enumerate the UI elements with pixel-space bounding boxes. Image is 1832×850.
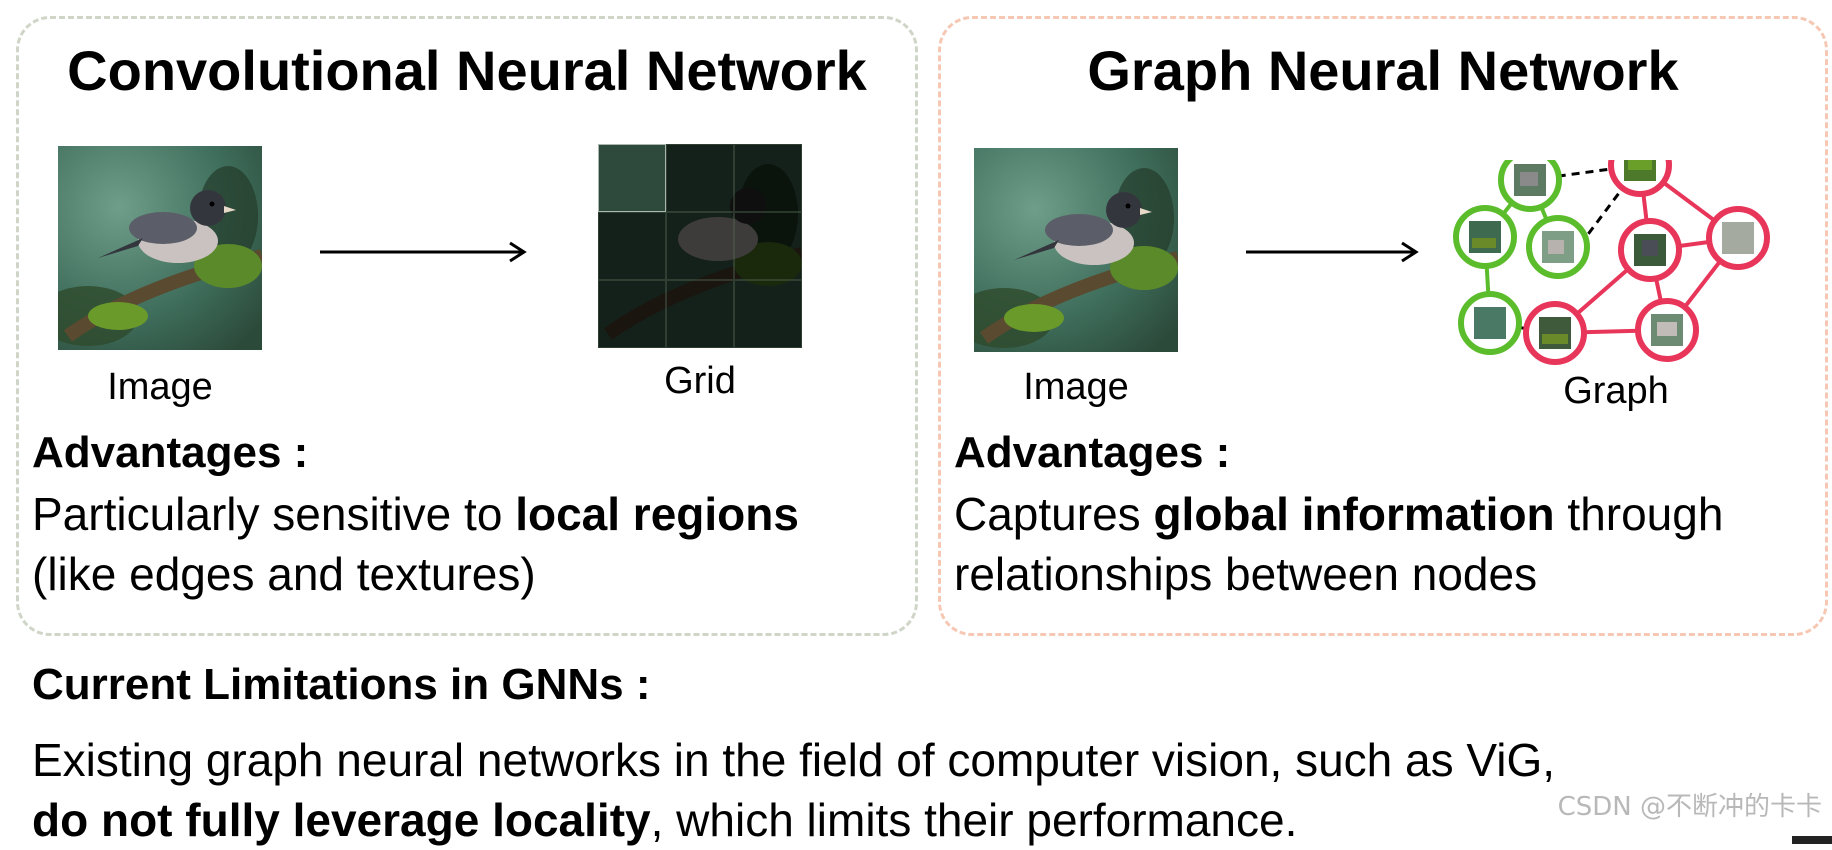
- graph-diagram: [1453, 160, 1770, 365]
- graph-edge-dashed: [1489, 321, 1556, 335]
- bird-illustration: [58, 146, 262, 350]
- csdn-watermark: CSDN @不断冲的卡卡: [1557, 792, 1822, 822]
- graph-edge-dashed: [1578, 164, 1642, 246]
- graph-node-green: [1498, 160, 1562, 212]
- cnn-advantages-bold: local regions: [515, 488, 799, 540]
- grid-cell: [734, 280, 802, 348]
- graph-node-green: [1453, 205, 1517, 269]
- graph-node-red: [1608, 160, 1672, 197]
- limitations-line2-post: , which limits their performance.: [650, 794, 1298, 846]
- graph-node-red: [1635, 298, 1699, 362]
- grid-cell: [598, 144, 666, 212]
- cnn-bird-image: [58, 146, 262, 350]
- grid-cell: [598, 280, 666, 348]
- grid-cell: [598, 212, 666, 280]
- corner-mark: [1792, 836, 1832, 844]
- bird-illustration: [974, 148, 1178, 352]
- limitations-bold: do not fully leverage locality: [32, 794, 651, 846]
- cnn-image-caption: Image: [107, 366, 213, 408]
- limitations-heading: Current Limitations in GNNs :: [32, 660, 651, 709]
- gnn-advantages-pre: Captures: [954, 488, 1154, 540]
- gnn-image-caption: Image: [1023, 366, 1129, 408]
- grid-cell: [734, 212, 802, 280]
- cnn-advantages-heading: Advantages :: [32, 428, 309, 477]
- cnn-advantages-pre: Particularly sensitive to: [32, 488, 516, 540]
- grid-image: [598, 144, 802, 348]
- gnn-advantages-bold: global information: [1153, 488, 1555, 540]
- graph-node-red: [1523, 301, 1587, 365]
- cnn-arrow: [320, 241, 527, 263]
- cnn-panel: Convolutional Neural Network: [16, 16, 918, 636]
- grid-cell: [666, 212, 734, 280]
- limitations-text: Existing graph neural networks in the fi…: [32, 730, 1555, 850]
- gnn-bird-image: [974, 148, 1178, 352]
- graph-caption: Graph: [1563, 370, 1669, 412]
- gnn-advantages-text: Captures global information through rela…: [954, 484, 1723, 604]
- graph-node-red: [1618, 218, 1682, 282]
- graph-node-red: [1706, 206, 1770, 270]
- grid-caption: Grid: [664, 360, 736, 402]
- cnn-advantages-post: (like edges and textures): [32, 548, 536, 600]
- cnn-advantages-text: Particularly sensitive to local regions …: [32, 484, 799, 604]
- grid-bird-illustration: [598, 144, 802, 348]
- grid-cell: [734, 144, 802, 212]
- limitations-line1: Existing graph neural networks in the fi…: [32, 734, 1556, 786]
- grid-cell: [666, 144, 734, 212]
- gnn-advantages-post: relationships between nodes: [954, 548, 1538, 600]
- gnn-arrow: [1246, 241, 1419, 263]
- cnn-title: Convolutional Neural Network: [67, 39, 867, 102]
- gnn-advantages-heading: Advantages :: [954, 428, 1231, 477]
- gnn-advantages-mid: through: [1554, 488, 1724, 540]
- gnn-title: Graph Neural Network: [1087, 39, 1679, 102]
- graph-node-green: [1458, 291, 1522, 355]
- graph-node-green: [1526, 215, 1590, 279]
- grid-cell: [666, 280, 734, 348]
- gnn-panel: Graph Neural Network: [938, 16, 1828, 636]
